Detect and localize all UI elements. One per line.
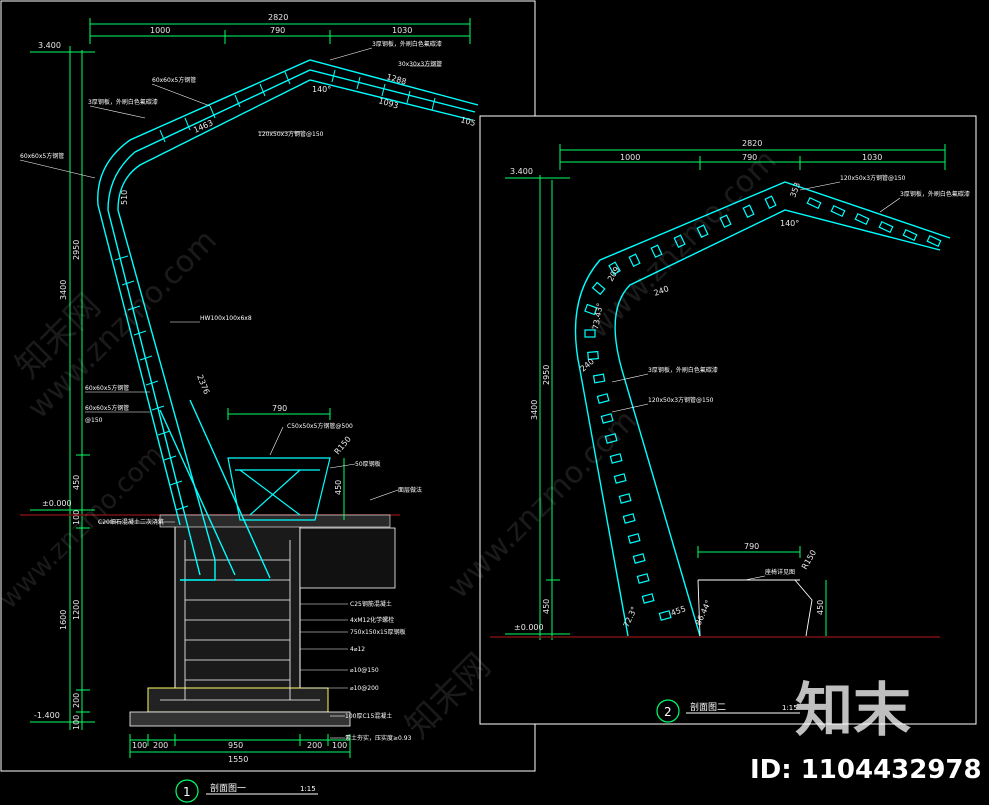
section-2: 2820 1000 790 1030 3.400 ±0.000 3400 295… <box>479 115 977 725</box>
section-1-vdim-450: 450 <box>72 475 81 490</box>
section-2-vertical-dims <box>505 175 570 640</box>
section-1-vdim-1200: 1200 <box>72 600 81 620</box>
section-2-seat-dims <box>697 546 827 636</box>
section-1-label-9: 60x60x5方钢管 <box>85 404 129 412</box>
section-2-elev-top: 3.400 <box>510 167 533 176</box>
section-1-sub-dim-1: 1000 <box>150 26 170 35</box>
watermark-id: ID: 1104432978 <box>750 755 982 785</box>
section-1-seat-h: 450 <box>334 480 343 495</box>
section-1-angle: 140° <box>312 85 331 94</box>
section-2-scale: 1:15 <box>782 704 798 712</box>
section-2-top-dim: 2820 <box>742 139 762 148</box>
section-1-bdim-4: 200 <box>307 741 322 750</box>
section-1-label-22: 素土夯实，压实度≥0.93 <box>345 734 412 742</box>
section-1-elev-zero: ±0.000 <box>42 499 72 508</box>
section-2-label-3: 3厚钢板，外刷白色氟碳漆 <box>648 366 718 374</box>
section-1-bdim-5: 100 <box>332 741 347 750</box>
section-1-label-10: @150 <box>85 417 103 424</box>
watermark-brand: 知末 <box>795 676 911 744</box>
section-1-label-19: ⌀10@150 <box>350 667 379 674</box>
section-2-label-2: 3厚钢板，外刷白色氟碳漆 <box>900 190 970 198</box>
section-1-bdim-1: 100 <box>132 741 147 750</box>
section-2-vdim-3400: 3400 <box>530 400 539 420</box>
section-2-vdim-2950: 2950 <box>542 365 551 385</box>
section-2-leaders <box>611 181 901 581</box>
section-2-seat <box>697 579 813 637</box>
section-1-steel-frame <box>97 59 479 581</box>
section-1-label-3: 60x60x5方钢管 <box>152 76 196 84</box>
section-1-label-20: ⌀10@200 <box>350 685 379 692</box>
section-2-seat-h: 450 <box>816 600 825 615</box>
section-2-top-dims <box>559 144 946 170</box>
section-1-vdim-1600: 1600 <box>59 610 68 630</box>
section-1-label-2: 30x30x3方钢管 <box>398 60 442 68</box>
section-1-number-circle <box>175 779 199 803</box>
section-1-title: 剖面图一 <box>210 782 246 794</box>
section-2-label-1: 120x50x3方钢管@150 <box>840 174 906 182</box>
section-1-elev-bottom: -1.400 <box>34 711 60 720</box>
section-1-label-5: 120x50x3方钢管@150 <box>258 130 324 138</box>
section-1-vdim-3400: 3400 <box>59 280 68 300</box>
section-1-label-18: 4⌀12 <box>350 646 365 653</box>
section-2-number-circle <box>656 699 680 723</box>
section-1-label-1: 3厚钢板，外刷白色氟碳漆 <box>372 40 442 48</box>
section-1-vdim-100: 100 <box>72 510 81 525</box>
section-1-label-11: C50x50x5方钢管@500 <box>287 422 353 430</box>
section-1-label-8: 60x60x5方钢管 <box>85 384 129 392</box>
section-2-seat-dim: 790 <box>744 542 759 551</box>
section-1-label-17: 750x150x15厚钢板 <box>350 628 406 636</box>
section-1-label-7: HW100x100x6x8 <box>200 315 252 322</box>
section-1-leaders <box>19 47 440 739</box>
section-1-vdim-100b: 100 <box>72 715 81 730</box>
section-1-seat-dims <box>227 408 345 520</box>
section-1-scale: 1:15 <box>300 785 316 793</box>
section-2-elev-zero: ±0.000 <box>514 623 544 632</box>
section-2-label-4: 120x50x3方钢管@150 <box>648 396 714 404</box>
section-1-vdim-200: 200 <box>72 693 81 708</box>
section-1-label-4: 3厚钢板，外刷白色氟碳漆 <box>88 98 158 106</box>
section-1-sub-dim-2: 790 <box>270 26 285 35</box>
section-2-steel-frame <box>574 181 951 637</box>
section-1-vertical-dims <box>30 46 95 730</box>
section-1-bdim-total: 1550 <box>228 755 248 764</box>
section-1-seat <box>227 457 331 521</box>
section-1-label-12: 50厚钢板 <box>355 460 381 468</box>
section-1-bottom-dims <box>129 734 351 758</box>
section-1-dim-105: 105 <box>459 115 476 128</box>
section-2-sub-dim-3: 1030 <box>862 153 882 162</box>
section-1-bdim-2: 200 <box>153 741 168 750</box>
section-1-foundation <box>129 514 396 727</box>
section-1-bdim-3: 950 <box>228 741 243 750</box>
section-1-vdim-2950: 2950 <box>72 240 81 260</box>
section-1-number: 1 <box>183 785 191 799</box>
section-2-sub-dim-1: 1000 <box>620 153 640 162</box>
section-1-sub-dim-3: 1030 <box>392 26 412 35</box>
section-1-top-dim: 2820 <box>268 13 288 22</box>
section-2-title: 剖面图二 <box>690 701 726 713</box>
section-1-label-13: 面层做法 <box>398 486 422 494</box>
section-1: 2820 1000 790 1030 3.400 ±0.000 -1.400 3… <box>0 0 536 803</box>
section-1-label-21: 100厚C15混凝土 <box>345 712 392 720</box>
section-1-top-dims <box>89 18 471 44</box>
section-2-slots <box>584 195 942 621</box>
section-2-sub-dim-2: 790 <box>742 153 757 162</box>
section-1-elev-top: 3.400 <box>38 41 61 50</box>
section-1-seat-dim: 790 <box>272 404 287 413</box>
section-1-label-6: 60x60x5方钢管 <box>20 152 64 160</box>
section-1-dim-510: 510 <box>120 190 129 205</box>
section-2-vdim-450: 450 <box>542 599 551 614</box>
section-1-label-15: C25钢筋混凝土 <box>350 600 392 608</box>
section-1-label-16: 4xM12化学螺栓 <box>350 616 394 624</box>
section-2-number: 2 <box>664 705 672 719</box>
section-1-ribs <box>114 69 436 511</box>
section-1-label-14: C20细石混凝土二次浇筑 <box>98 518 164 526</box>
section-2-label-5: 座椅详见图 <box>765 568 795 576</box>
section-2-angle-1: 140° <box>780 219 799 228</box>
